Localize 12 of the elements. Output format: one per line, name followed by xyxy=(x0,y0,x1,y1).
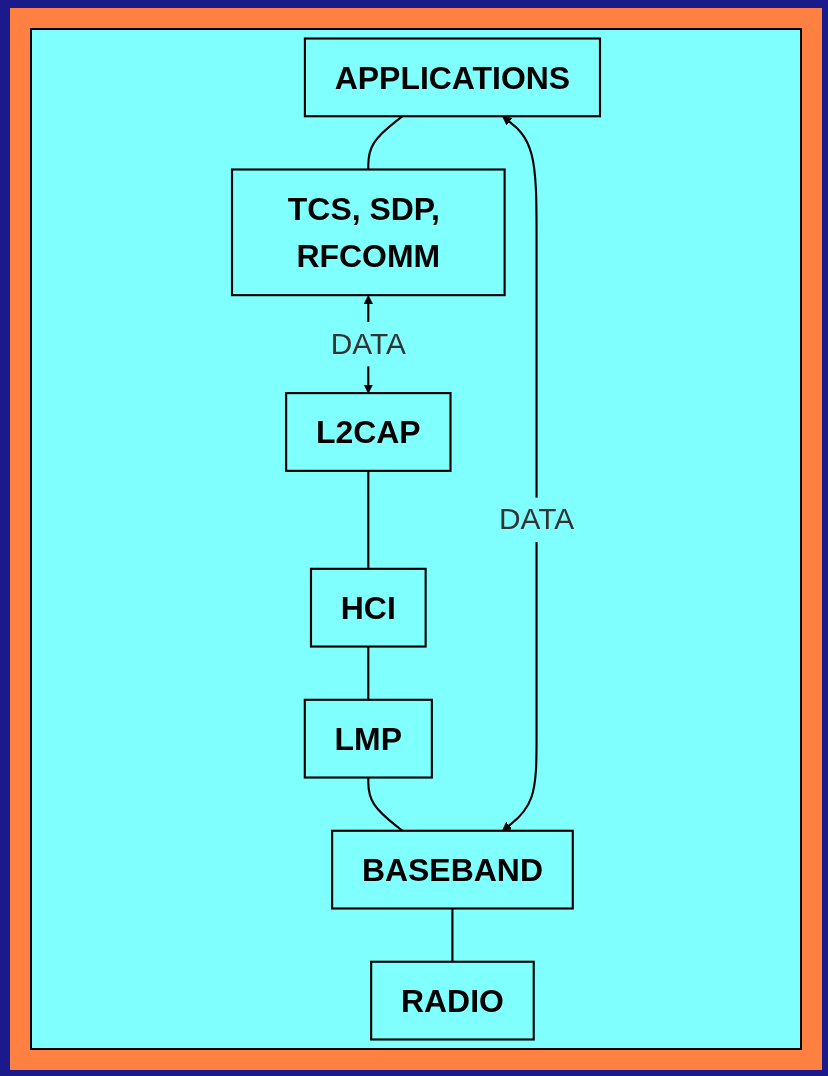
node-box: RADIO xyxy=(370,960,535,1041)
node-box: TCS, SDP, RFCOMM xyxy=(230,168,506,297)
node-box: APPLICATIONS xyxy=(303,37,602,118)
connector xyxy=(367,470,370,569)
node-box: BASEBAND xyxy=(331,829,574,910)
edge-label: DATA xyxy=(330,327,406,361)
node-box: L2CAP xyxy=(285,392,452,472)
connector xyxy=(451,908,454,962)
edge-label: DATA xyxy=(499,502,575,536)
connector xyxy=(367,646,370,700)
node-box: HCI xyxy=(309,567,427,648)
node-box: LMP xyxy=(303,698,433,779)
